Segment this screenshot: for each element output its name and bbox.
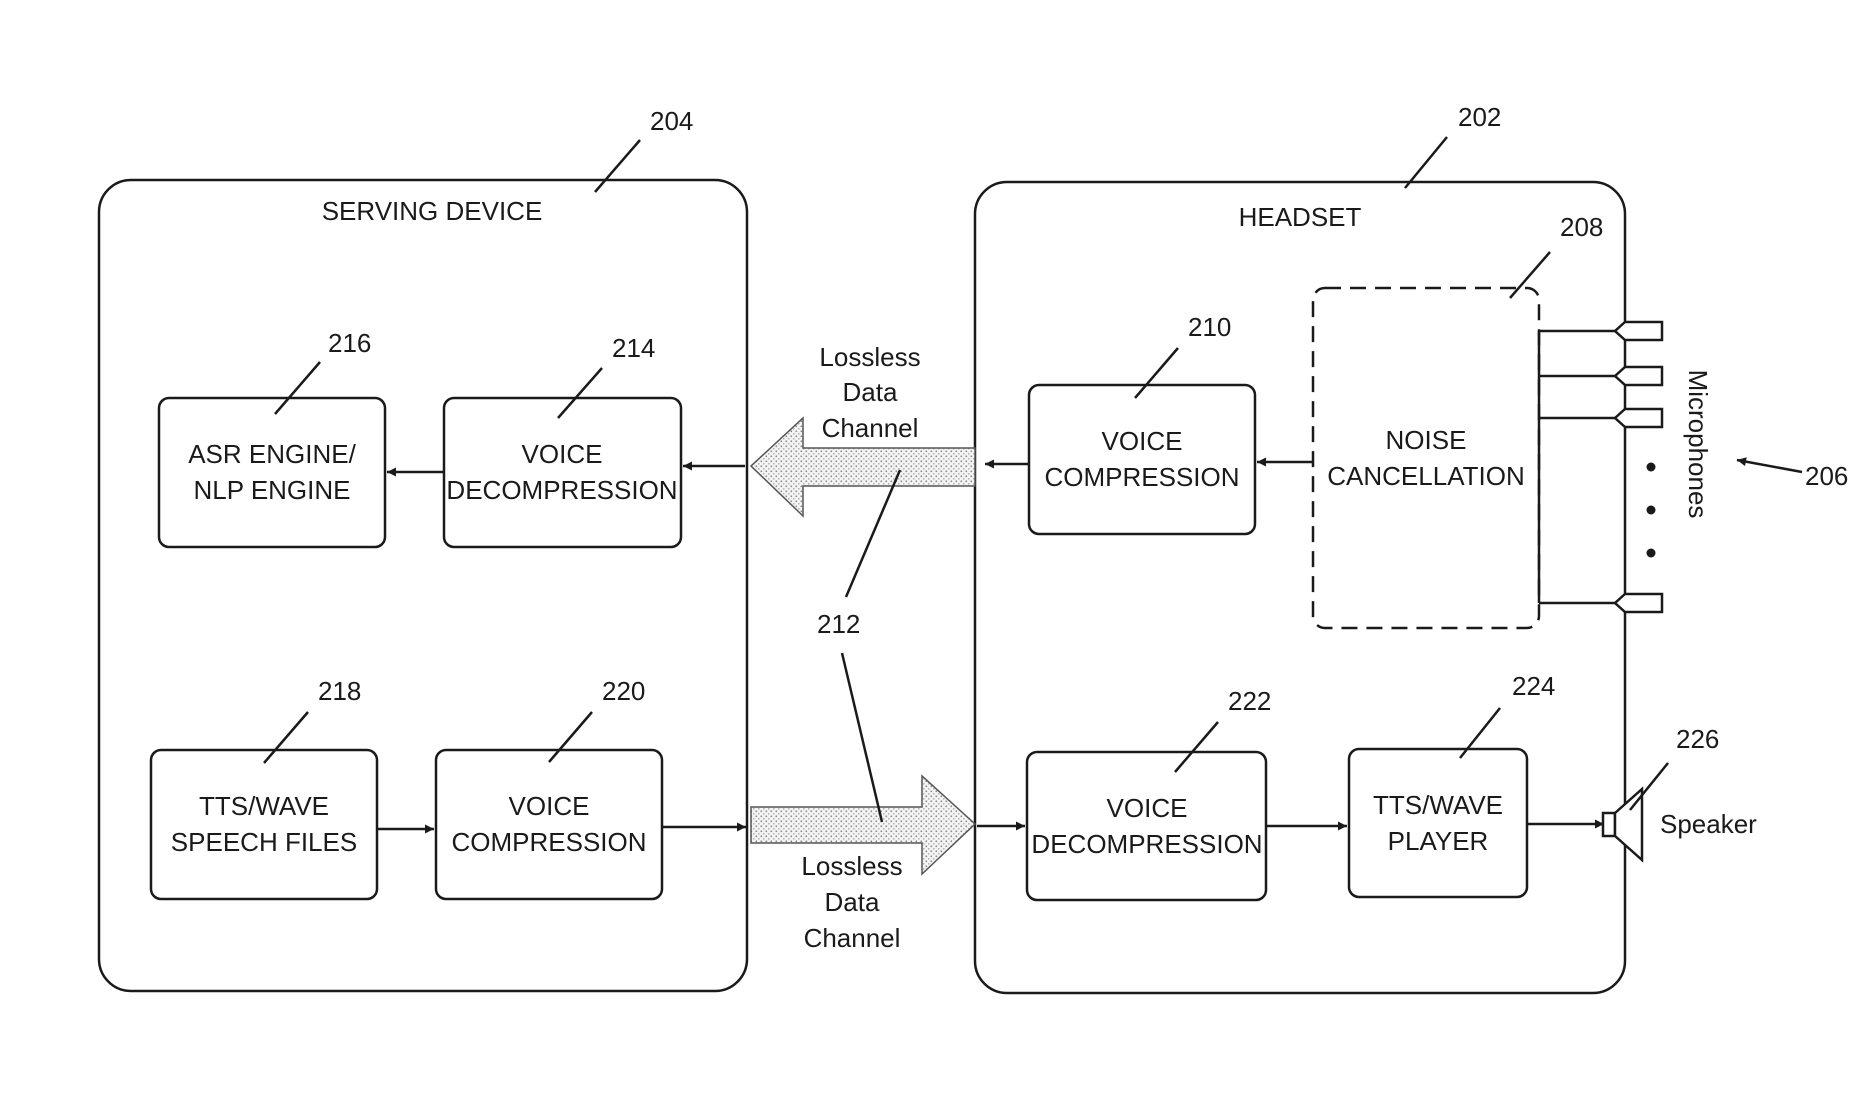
- voice-decomp-222-ref: 222: [1228, 686, 1271, 716]
- headset-ref: 202: [1458, 102, 1501, 132]
- channel-ref: 212: [817, 609, 860, 639]
- svg-text:DECOMPRESSION: DECOMPRESSION: [1031, 829, 1262, 859]
- svg-text:SPEECH FILES: SPEECH FILES: [171, 827, 357, 857]
- lossless-channel-upper-label: Lossless Data Channel: [819, 342, 920, 443]
- svg-text:Channel: Channel: [804, 923, 901, 953]
- svg-text:Channel: Channel: [822, 413, 919, 443]
- microphones-label: Microphones: [1683, 370, 1713, 519]
- asr-nlp-engine-block: ASR ENGINE/ NLP ENGINE: [159, 398, 385, 547]
- voice-comp-220-ref: 220: [602, 676, 645, 706]
- asr-ref: 216: [328, 328, 371, 358]
- tts-player-block: TTS/WAVE PLAYER: [1349, 749, 1527, 897]
- svg-text:VOICE: VOICE: [522, 439, 603, 469]
- svg-text:VOICE: VOICE: [1107, 793, 1188, 823]
- channel-ref-leader-lower: [842, 653, 882, 822]
- svg-text:COMPRESSION: COMPRESSION: [451, 827, 646, 857]
- noise-cancellation-block: NOISE CANCELLATION: [1313, 288, 1539, 628]
- svg-text:VOICE: VOICE: [1102, 426, 1183, 456]
- speaker-leader: [1630, 763, 1668, 810]
- svg-text:TTS/WAVE: TTS/WAVE: [199, 791, 329, 821]
- voice-compression-210-block: VOICE COMPRESSION: [1029, 385, 1255, 534]
- headset-leader: [1405, 137, 1447, 188]
- tts-files-ref: 218: [318, 676, 361, 706]
- svg-text:Data: Data: [843, 377, 898, 407]
- microphones-pointer: [1737, 460, 1802, 472]
- serving-device-title: SERVING DEVICE: [322, 196, 543, 226]
- serving-device-ref: 204: [650, 106, 693, 136]
- svg-text:NOISE: NOISE: [1386, 425, 1467, 455]
- speaker-label: Speaker: [1660, 809, 1757, 839]
- channel-ref-leader-upper: [846, 470, 900, 597]
- tts-speech-files-block: TTS/WAVE SPEECH FILES: [151, 750, 377, 899]
- svg-text:VOICE: VOICE: [509, 791, 590, 821]
- noise-ref: 208: [1560, 212, 1603, 242]
- svg-text:Data: Data: [825, 887, 880, 917]
- svg-text:Lossless: Lossless: [801, 851, 902, 881]
- headset-title: HEADSET: [1239, 202, 1362, 232]
- voice-decomp-214-ref: 214: [612, 333, 655, 363]
- svg-text:ASR ENGINE/: ASR ENGINE/: [188, 439, 356, 469]
- svg-text:DECOMPRESSION: DECOMPRESSION: [446, 475, 677, 505]
- voice-decompression-214-block: VOICE DECOMPRESSION: [444, 398, 681, 547]
- svg-text:COMPRESSION: COMPRESSION: [1044, 462, 1239, 492]
- voice-compression-220-block: VOICE COMPRESSION: [436, 750, 662, 899]
- voice-decompression-222-block: VOICE DECOMPRESSION: [1027, 752, 1266, 900]
- microphone-ellipsis-dots: [1647, 463, 1656, 558]
- speaker-ref: 226: [1676, 724, 1719, 754]
- svg-text:Lossless: Lossless: [819, 342, 920, 372]
- voice-comp-210-ref: 210: [1188, 312, 1231, 342]
- svg-text:NLP ENGINE: NLP ENGINE: [193, 475, 350, 505]
- tts-player-ref: 224: [1512, 671, 1555, 701]
- svg-text:PLAYER: PLAYER: [1388, 826, 1489, 856]
- microphones-ref: 206: [1805, 461, 1848, 491]
- svg-text:CANCELLATION: CANCELLATION: [1327, 461, 1524, 491]
- lossless-channel-lower-label: Lossless Data Channel: [801, 851, 902, 953]
- svg-text:TTS/WAVE: TTS/WAVE: [1373, 790, 1503, 820]
